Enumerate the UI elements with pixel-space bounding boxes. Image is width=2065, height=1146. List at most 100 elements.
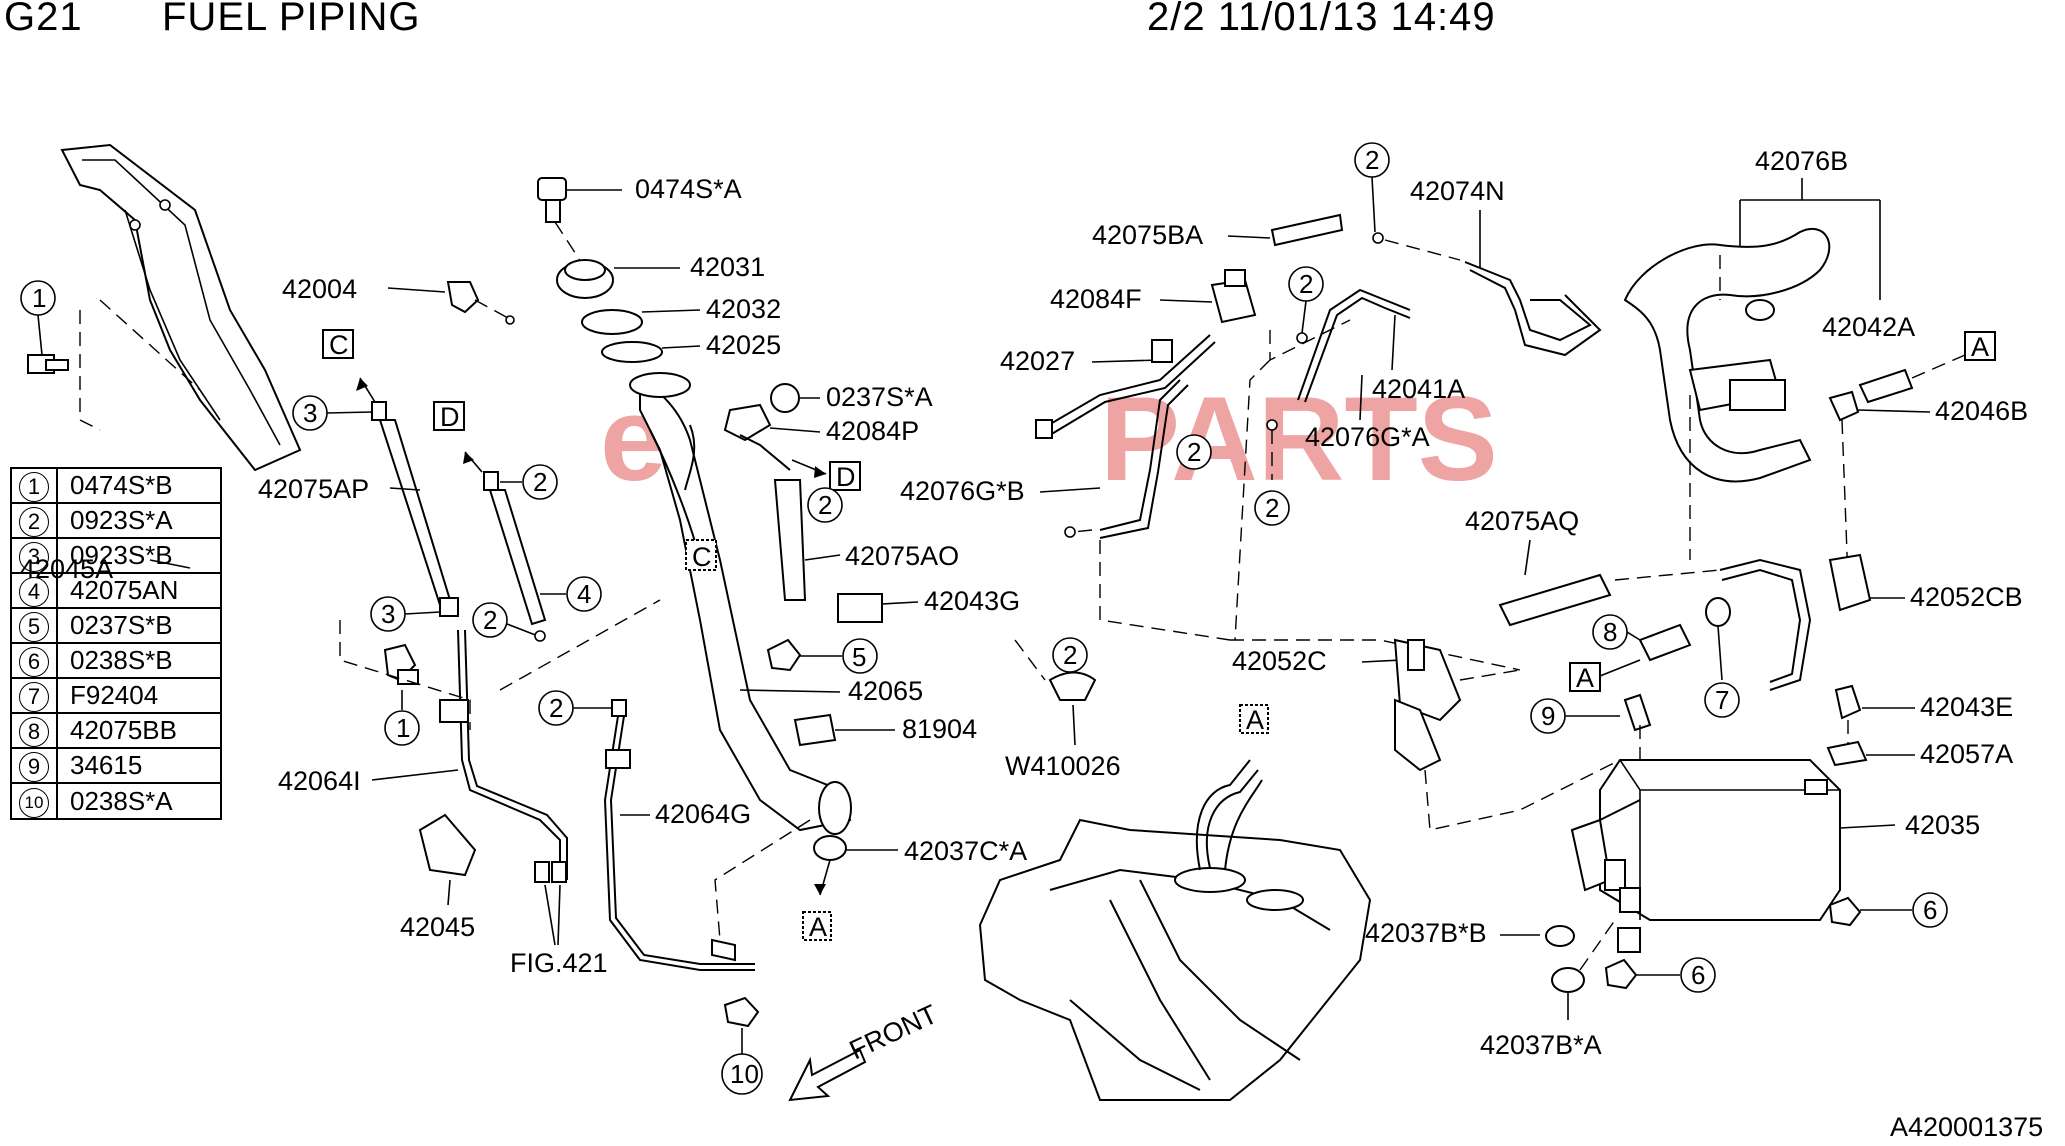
svg-text:C: C <box>692 542 712 572</box>
legend-part-code: 34615 <box>56 747 222 784</box>
label-42041A: 42041A <box>1372 374 1465 404</box>
svg-text:5: 5 <box>852 642 866 672</box>
label-42042A: 42042A <box>1822 312 1915 342</box>
hose-4: 2 4 2 <box>472 464 602 642</box>
label-front: FRONT <box>845 999 942 1065</box>
svg-text:6: 6 <box>1923 895 1937 925</box>
hose-42052CB: 42052CB <box>1719 553 2023 691</box>
svg-text:7: 7 <box>1715 685 1729 715</box>
label-42075AO: 42075AO <box>845 541 959 571</box>
label-42027: 42027 <box>1000 346 1075 376</box>
fuel-cap-assembly: 42031 42032 42025 <box>556 252 781 363</box>
hose-42076GA: 42076G*A 2 <box>1254 374 1430 526</box>
hose-42041A: 2 42041A <box>1269 266 1465 404</box>
group-code: G21 <box>4 0 83 39</box>
legend-part-code: 0474S*B <box>56 467 222 504</box>
label-42052CB: 42052CB <box>1910 582 2023 612</box>
legend-part-code: 0237S*B <box>56 607 222 644</box>
legend-part-code: 0923S*B <box>56 537 222 574</box>
svg-text:4: 4 <box>577 579 591 609</box>
label-42037CA: 42037C*A <box>904 836 1027 866</box>
part-42043E: 42043E <box>1834 684 2013 722</box>
label-42031: 42031 <box>690 252 765 282</box>
ref-box-C-top: C <box>322 329 376 403</box>
bolt-42046B: 42046B <box>1828 390 2028 581</box>
svg-text:2: 2 <box>1299 269 1313 299</box>
label-42076GB: 42076G*B <box>900 476 1025 506</box>
svg-text:2: 2 <box>818 490 832 520</box>
legend-callout-number: 5 <box>19 611 49 642</box>
hose-42075AQ: 42075AQ <box>1465 506 1721 627</box>
part-42075BA: 42075BA 2 <box>1092 142 1390 250</box>
legend-callout-number: 8 <box>19 716 49 747</box>
label-42035: 42035 <box>1905 810 1980 840</box>
svg-text:6: 6 <box>1691 960 1705 990</box>
legend-part-code: 0238S*B <box>56 642 222 679</box>
hose-42075AO: 2 42075AO <box>773 479 959 601</box>
pipe-42064G: 2 42064G <box>538 690 755 971</box>
legend-callout-number: 6 <box>19 646 49 677</box>
diagram-title: FUEL PIPING <box>162 0 420 39</box>
label-42075AP: 42075AP <box>258 474 369 504</box>
label-42052C: 42052C <box>1232 646 1327 676</box>
part-42043G: 42043G <box>837 586 1020 623</box>
legend-part-code: 0923S*A <box>56 502 222 539</box>
part-8-7: 8 7 <box>1592 597 1740 718</box>
svg-text:3: 3 <box>381 599 395 629</box>
label-42075AQ: 42075AQ <box>1465 506 1579 536</box>
label-42004: 42004 <box>282 274 357 304</box>
page-info: 2/2 11/01/13 14:49 <box>1147 0 1496 39</box>
svg-text:A: A <box>809 912 827 942</box>
label-42043G: 42043G <box>924 586 1020 616</box>
nut-6-lower: 6 <box>1604 957 1716 993</box>
svg-text:1: 1 <box>396 713 410 743</box>
pipe-42042A: 42042A A <box>1822 312 1996 404</box>
hose-42075AP: 42075AP <box>258 401 459 617</box>
legend-callout-number: 1 <box>19 471 49 502</box>
label-42032: 42032 <box>706 294 781 324</box>
label-42025: 42025 <box>706 330 781 360</box>
bracket-upper-right <box>1688 358 1786 560</box>
bolt-1-top: 1 <box>20 280 69 374</box>
clamp-42037BB: 42037B*B <box>1365 918 1575 948</box>
legend-callout-number: 2 <box>19 506 49 537</box>
ref-box-D-left: D <box>433 401 483 473</box>
ref-fig-421: FIG.421 <box>510 861 608 978</box>
svg-text:C: C <box>329 330 349 360</box>
svg-text:2: 2 <box>1187 437 1201 467</box>
svg-text:1: 1 <box>32 283 46 313</box>
svg-text:3: 3 <box>303 398 317 428</box>
label-42065: 42065 <box>848 676 923 706</box>
label-42084F: 42084F <box>1050 284 1142 314</box>
svg-text:9: 9 <box>1541 701 1555 731</box>
label-fig-421: FIG.421 <box>510 948 608 978</box>
doc-number: A420001375 <box>1890 1112 2043 1141</box>
fuel-tank: A <box>978 704 1372 1101</box>
label-42084P: 42084P <box>826 416 919 446</box>
legend-callout-number: 7 <box>19 681 49 712</box>
bolt-0474SA: 0474S*A <box>537 174 742 269</box>
nut-5: 5 <box>766 638 878 674</box>
hose-42027: 42027 <box>1000 334 1216 439</box>
nut-10: 10 <box>721 996 763 1095</box>
legend-callout-number: 9 <box>19 751 49 782</box>
heat-shield-42045A <box>60 143 302 472</box>
svg-text:A: A <box>1246 705 1264 735</box>
front-arrow: FRONT <box>788 999 942 1102</box>
svg-text:8: 8 <box>1603 617 1617 647</box>
part-42057A: 42057A <box>1826 720 2013 769</box>
hose-42076GB: 42076G*B 2 <box>900 379 1212 539</box>
label-42075BA: 42075BA <box>1092 220 1203 250</box>
label-42074N: 42074N <box>1410 176 1505 206</box>
label-0237SA: 0237S*A <box>826 382 933 412</box>
part-42084F: 42084F <box>1050 269 1257 324</box>
